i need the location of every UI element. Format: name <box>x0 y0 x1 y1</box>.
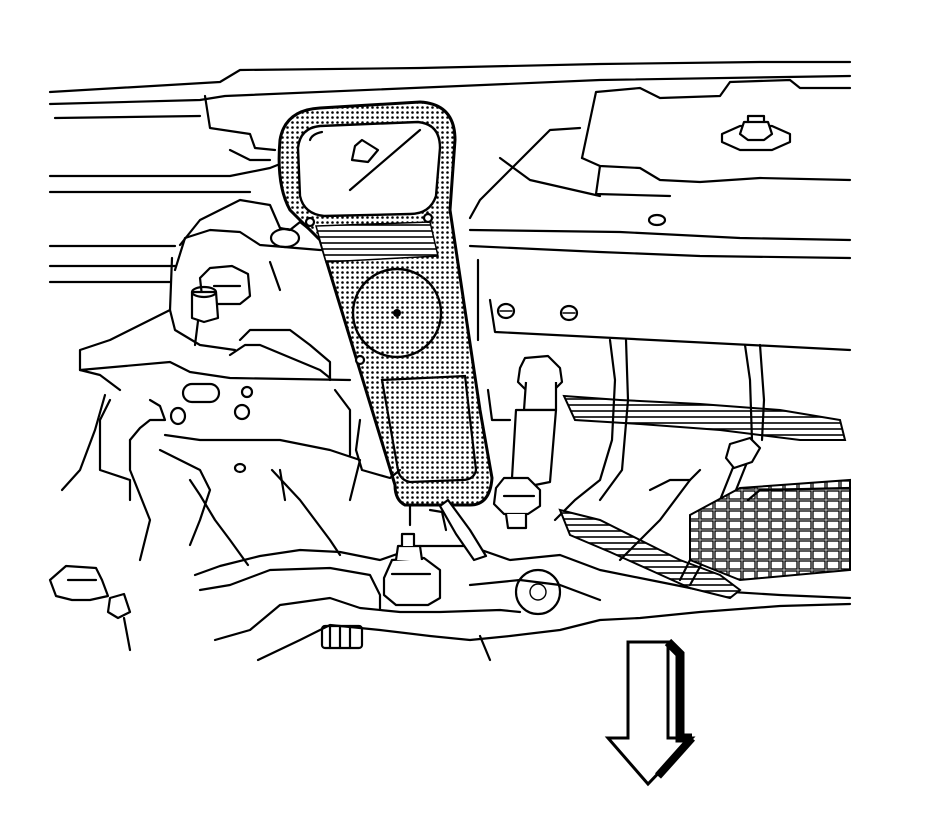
hose-wiring <box>553 338 852 600</box>
lower-frame <box>48 388 852 662</box>
strut-assembly <box>486 354 564 530</box>
left-mount-bracket <box>78 198 352 474</box>
direction-down-arrow <box>604 638 696 787</box>
upper-panel <box>48 60 852 284</box>
service-tool <box>277 100 494 562</box>
right-bracket <box>468 78 852 352</box>
